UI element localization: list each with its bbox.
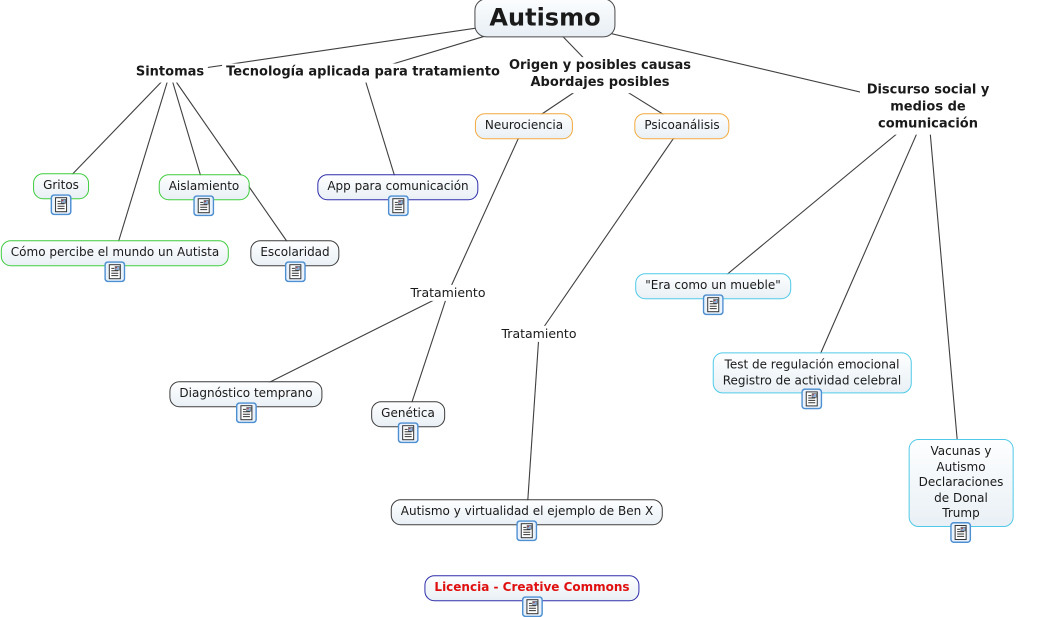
edge-discurso-era-mueble bbox=[712, 107, 929, 287]
node-app-comunicacion[interactable]: App para comunicación bbox=[317, 174, 479, 216]
resource-document-icon[interactable] bbox=[235, 401, 257, 423]
node-aislamiento[interactable]: Aislamiento bbox=[158, 174, 250, 216]
node-psicoanalisis[interactable]: Psicoanálisis bbox=[634, 113, 730, 139]
resource-document-icon[interactable] bbox=[284, 260, 306, 282]
edge-neurociencia-tratamiento-1 bbox=[447, 125, 525, 294]
resource-document-icon[interactable] bbox=[104, 260, 126, 282]
resource-document-icon[interactable] bbox=[950, 521, 972, 543]
resource-document-icon[interactable] bbox=[516, 519, 538, 541]
label-tratamiento-2[interactable]: Tratamiento bbox=[498, 325, 580, 343]
label-sintomas[interactable]: Sintomas bbox=[131, 63, 209, 83]
node-autismo[interactable]: Autismo bbox=[474, 0, 616, 38]
label-tratamiento-1[interactable]: Tratamiento bbox=[407, 284, 489, 302]
node-ben-x[interactable]: Autismo y virtualidad el ejemplo de Ben … bbox=[390, 499, 664, 541]
node-genetica[interactable]: Genética bbox=[371, 401, 445, 443]
node-era-mueble[interactable]: "Era como un mueble" bbox=[635, 273, 791, 315]
edge-tratamiento-1-diagnostico bbox=[245, 292, 449, 395]
node-escolaridad[interactable]: Escolaridad bbox=[250, 240, 340, 282]
node-como-percibe[interactable]: Cómo percibe el mundo un Autista bbox=[0, 240, 230, 282]
node-gritos[interactable]: Gritos bbox=[33, 173, 89, 215]
node-diagnostico[interactable]: Diagnóstico temprano bbox=[169, 381, 323, 423]
edge-tratamiento-2-ben-x bbox=[526, 333, 540, 513]
resource-document-icon[interactable] bbox=[397, 421, 419, 443]
edge-sintomas-escolaridad bbox=[169, 72, 296, 254]
resource-document-icon[interactable] bbox=[193, 194, 215, 216]
label-discurso[interactable]: Discurso social y medios de comunicación bbox=[860, 81, 996, 135]
resource-document-icon[interactable] bbox=[702, 293, 724, 315]
edge-discurso-test-regulacion bbox=[811, 107, 929, 374]
label-tecnologia[interactable]: Tecnología aplicada para tratamiento bbox=[222, 63, 504, 83]
edge-tratamiento-1-genetica bbox=[407, 292, 449, 415]
resource-document-icon[interactable] bbox=[521, 595, 543, 617]
edge-discurso-vacunas bbox=[927, 107, 962, 484]
node-neurociencia[interactable]: Neurociencia bbox=[474, 113, 574, 139]
resource-document-icon[interactable] bbox=[50, 193, 72, 215]
node-vacunas[interactable]: Vacunas y Autismo Declaraciones de Donal… bbox=[908, 439, 1014, 543]
node-test-regulacion[interactable]: Test de regulación emocional Registro de… bbox=[712, 352, 912, 410]
edge-sintomas-gritos bbox=[60, 72, 171, 187]
resource-document-icon[interactable] bbox=[801, 388, 823, 410]
edge-sintomas-aislamiento bbox=[169, 72, 205, 188]
edge-psicoanalisis-tratamiento-2 bbox=[538, 125, 683, 335]
edge-sintomas-como-percibe bbox=[114, 72, 171, 254]
edge-tecnologia-app-comunicacion bbox=[362, 72, 399, 188]
resource-document-icon[interactable] bbox=[387, 194, 409, 216]
node-licencia[interactable]: Licencia - Creative Commons bbox=[424, 575, 640, 617]
label-origen[interactable]: Origen y posibles causas Abordajes posib… bbox=[504, 57, 696, 93]
